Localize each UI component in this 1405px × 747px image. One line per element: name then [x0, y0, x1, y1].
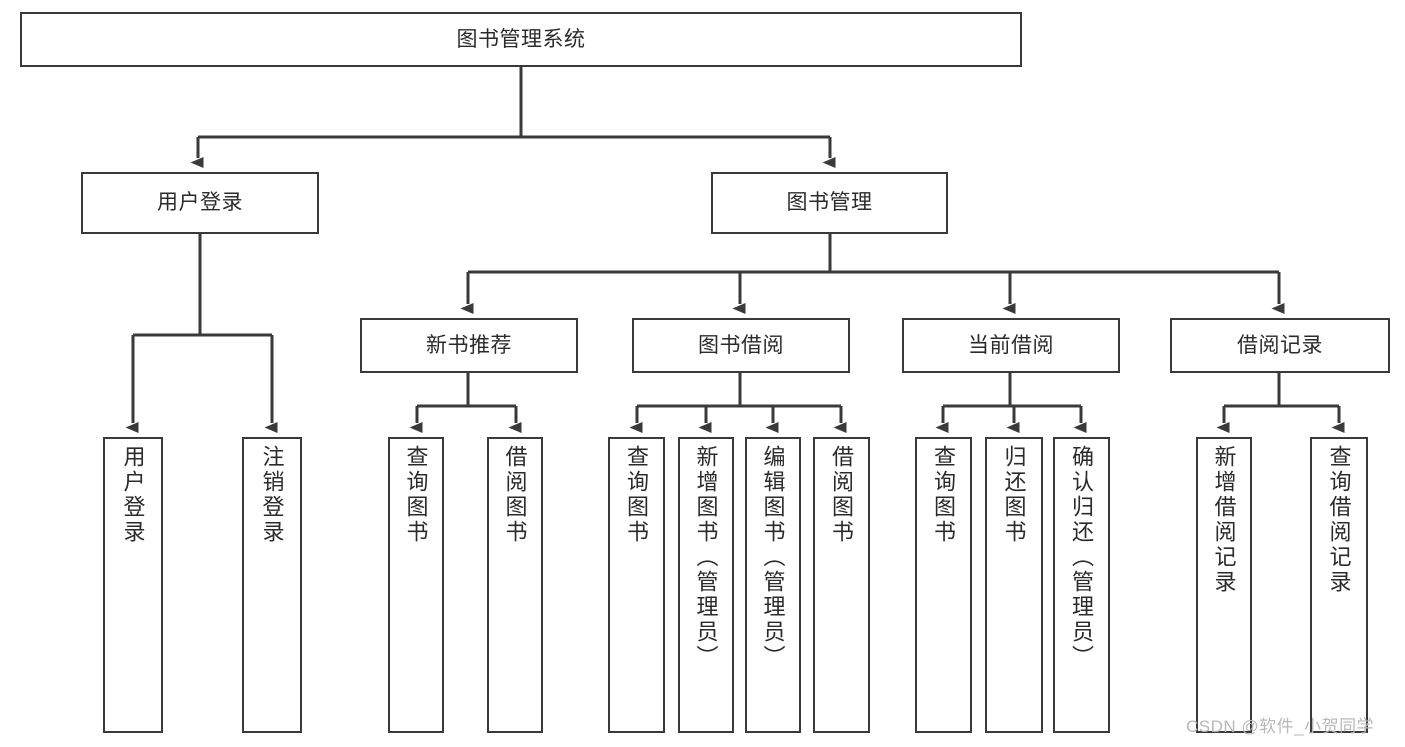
node-book-manage-label: 图书管理 [786, 191, 873, 215]
node-leaf-user-login-label: 用户登录 [120, 445, 146, 545]
node-borrow-record-label: 借阅记录 [1237, 333, 1323, 357]
node-leaf-add-book[interactable]: 新增图书（管理员） [678, 437, 734, 733]
node-leaf-user-login[interactable]: 用户登录 [103, 437, 163, 733]
node-leaf-edit-book-label: 编辑图书（管理员） [760, 445, 786, 670]
node-leaf-borrow-book-1[interactable]: 借阅图书 [487, 437, 543, 733]
node-leaf-return-book-label: 归还图书 [1001, 445, 1027, 545]
node-leaf-query-book-2-label: 查询图书 [624, 445, 650, 545]
node-leaf-query-record-label: 查询借阅记录 [1326, 445, 1352, 595]
node-leaf-query-book-1-label: 查询图书 [403, 445, 429, 545]
node-root-label: 图书管理系统 [456, 27, 586, 51]
node-new-book-rec[interactable]: 新书推荐 [360, 318, 578, 373]
node-borrow-record[interactable]: 借阅记录 [1170, 318, 1390, 373]
node-leaf-borrow-book-2-label: 借阅图书 [829, 445, 855, 545]
node-leaf-query-book-1[interactable]: 查询图书 [388, 437, 444, 733]
node-leaf-confirm-return-label: 确认归还（管理员） [1069, 445, 1095, 670]
node-leaf-logout[interactable]: 注销登录 [242, 437, 302, 733]
node-leaf-add-book-label: 新增图书（管理员） [693, 445, 719, 670]
node-leaf-return-book[interactable]: 归还图书 [985, 437, 1043, 733]
node-leaf-add-record-label: 新增借阅记录 [1211, 445, 1237, 595]
node-leaf-confirm-return[interactable]: 确认归还（管理员） [1053, 437, 1110, 733]
node-leaf-logout-label: 注销登录 [259, 445, 285, 545]
node-leaf-add-record[interactable]: 新增借阅记录 [1196, 437, 1252, 733]
node-book-borrow-label: 图书借阅 [698, 333, 784, 357]
node-leaf-borrow-book-1-label: 借阅图书 [502, 445, 528, 545]
node-user-login[interactable]: 用户登录 [81, 172, 319, 234]
node-book-manage[interactable]: 图书管理 [711, 172, 948, 234]
node-root[interactable]: 图书管理系统 [20, 12, 1022, 67]
node-leaf-borrow-book-2[interactable]: 借阅图书 [813, 437, 870, 733]
node-current-borrow-label: 当前借阅 [968, 333, 1054, 357]
node-leaf-edit-book[interactable]: 编辑图书（管理员） [745, 437, 801, 733]
node-leaf-query-book-2[interactable]: 查询图书 [608, 437, 665, 733]
node-leaf-query-record[interactable]: 查询借阅记录 [1310, 437, 1368, 733]
csdn-watermark: CSDN @软件_小贺同学 [1186, 717, 1375, 736]
node-current-borrow[interactable]: 当前借阅 [902, 318, 1120, 373]
node-user-login-label: 用户登录 [157, 191, 243, 215]
node-leaf-query-book-3-label: 查询图书 [931, 445, 957, 545]
node-leaf-query-book-3[interactable]: 查询图书 [915, 437, 972, 733]
node-new-book-rec-label: 新书推荐 [426, 333, 512, 357]
node-book-borrow[interactable]: 图书借阅 [632, 318, 850, 373]
